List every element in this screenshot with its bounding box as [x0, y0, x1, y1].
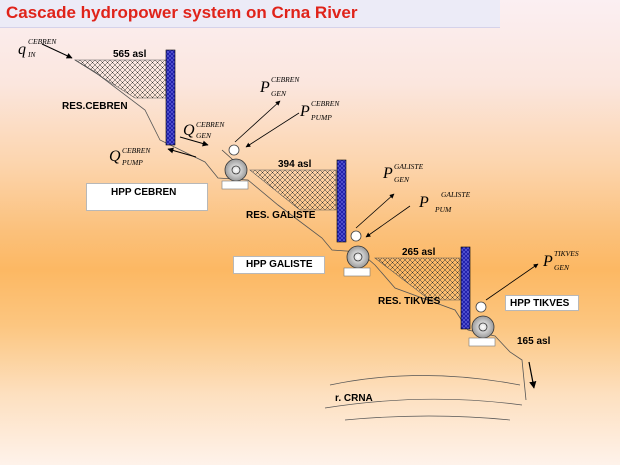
svg-text:PUM: PUM — [434, 205, 452, 214]
svg-text:P: P — [418, 194, 429, 211]
reservoir-galiste — [249, 169, 337, 211]
plant-label-tikves: HPP TIKVES — [505, 295, 579, 311]
svg-text:q: q — [18, 41, 26, 58]
svg-text:P: P — [299, 103, 310, 120]
dam-cebren — [165, 49, 176, 146]
arrow-outflow — [528, 361, 537, 389]
arrow-p-pum-galiste — [365, 205, 411, 238]
arrow-p-gen-tikves — [485, 263, 539, 301]
reservoir-tikves-label: RES. TIKVES — [378, 296, 441, 307]
svg-text:IN: IN — [27, 50, 36, 59]
arrow-p-pump-cebren — [245, 112, 300, 148]
svg-text:TIKVES: TIKVES — [554, 249, 579, 258]
svg-text:CEBREN: CEBREN — [196, 120, 225, 129]
power-plant-tikves — [468, 301, 496, 347]
svg-text:CEBREN: CEBREN — [311, 99, 340, 108]
reservoir-cebren — [73, 59, 167, 99]
svg-text:PUMP: PUMP — [121, 158, 143, 167]
arrow-q-gen-cebren — [179, 136, 209, 147]
elevation-tikves: 265 asl — [402, 247, 436, 258]
svg-text:GALISTE: GALISTE — [441, 190, 471, 199]
reservoir-cebren-label: RES.CEBREN — [62, 101, 128, 112]
svg-text:GEN: GEN — [394, 175, 410, 184]
arrow-p-gen-galiste — [355, 193, 395, 229]
var-p-gen-cebren: P CEBREN GEN — [259, 75, 300, 98]
arrow-q-pump-cebren — [167, 147, 197, 158]
reservoir-galiste-label: RES. GALISTE — [246, 210, 316, 221]
reservoir-tikves — [374, 257, 461, 301]
svg-text:GEN: GEN — [196, 131, 212, 140]
plant-label-tikves-text: HPP TIKVES — [510, 298, 570, 309]
var-p-gen-galiste: P GALISTE GEN — [382, 162, 424, 184]
river-bank-upper — [329, 375, 521, 386]
power-plant-cebren — [221, 144, 249, 190]
var-q-gen-cebren: Q CEBREN GEN — [183, 120, 225, 140]
var-p-gen-tikves: P TIKVES GEN — [542, 249, 579, 272]
plant-label-galiste-text: HPP GALISTE — [246, 259, 313, 270]
power-plant-galiste — [343, 230, 371, 277]
svg-text:CEBREN: CEBREN — [271, 75, 300, 84]
svg-text:Q: Q — [109, 148, 121, 165]
plant-label-cebren: HPP CEBREN — [86, 183, 208, 211]
elevation-galiste: 394 asl — [278, 159, 312, 170]
svg-text:CEBREN: CEBREN — [122, 146, 151, 155]
dam-galiste — [336, 159, 347, 243]
page-title: Cascade hydropower system on Crna River — [6, 3, 358, 22]
plant-label-galiste: HPP GALISTE — [233, 256, 325, 274]
svg-text:P: P — [382, 165, 393, 182]
arrow-q-in — [41, 43, 73, 59]
river-bank-lower — [324, 398, 523, 409]
svg-text:GEN: GEN — [271, 89, 287, 98]
plant-label-cebren-text: HPP CEBREN — [111, 187, 177, 198]
river-bank-bottom — [344, 415, 511, 421]
var-q-pump-cebren: Q CEBREN PUMP — [109, 146, 151, 167]
var-p-pump-cebren: P CEBREN PUMP — [299, 99, 340, 122]
terrain-line — [74, 59, 527, 401]
svg-text:PUMP: PUMP — [310, 113, 332, 122]
svg-text:CEBREN: CEBREN — [28, 37, 57, 46]
svg-text:GEN: GEN — [554, 263, 570, 272]
var-q-in: q CEBREN IN — [18, 37, 57, 59]
title-bar: Cascade hydropower system on Crna River — [0, 0, 500, 28]
var-p-pum-galiste: P GALISTE PUM — [418, 190, 471, 214]
svg-text:GALISTE: GALISTE — [394, 162, 424, 171]
elevation-cebren: 565 asl — [113, 49, 147, 60]
river-label: r. CRNA — [335, 393, 373, 404]
elevation-outlet: 165 asl — [517, 336, 551, 347]
arrow-p-gen-cebren — [234, 100, 281, 143]
svg-text:P: P — [542, 253, 553, 270]
dam-tikves — [460, 246, 471, 330]
svg-text:Q: Q — [183, 122, 195, 139]
svg-text:P: P — [259, 79, 270, 96]
